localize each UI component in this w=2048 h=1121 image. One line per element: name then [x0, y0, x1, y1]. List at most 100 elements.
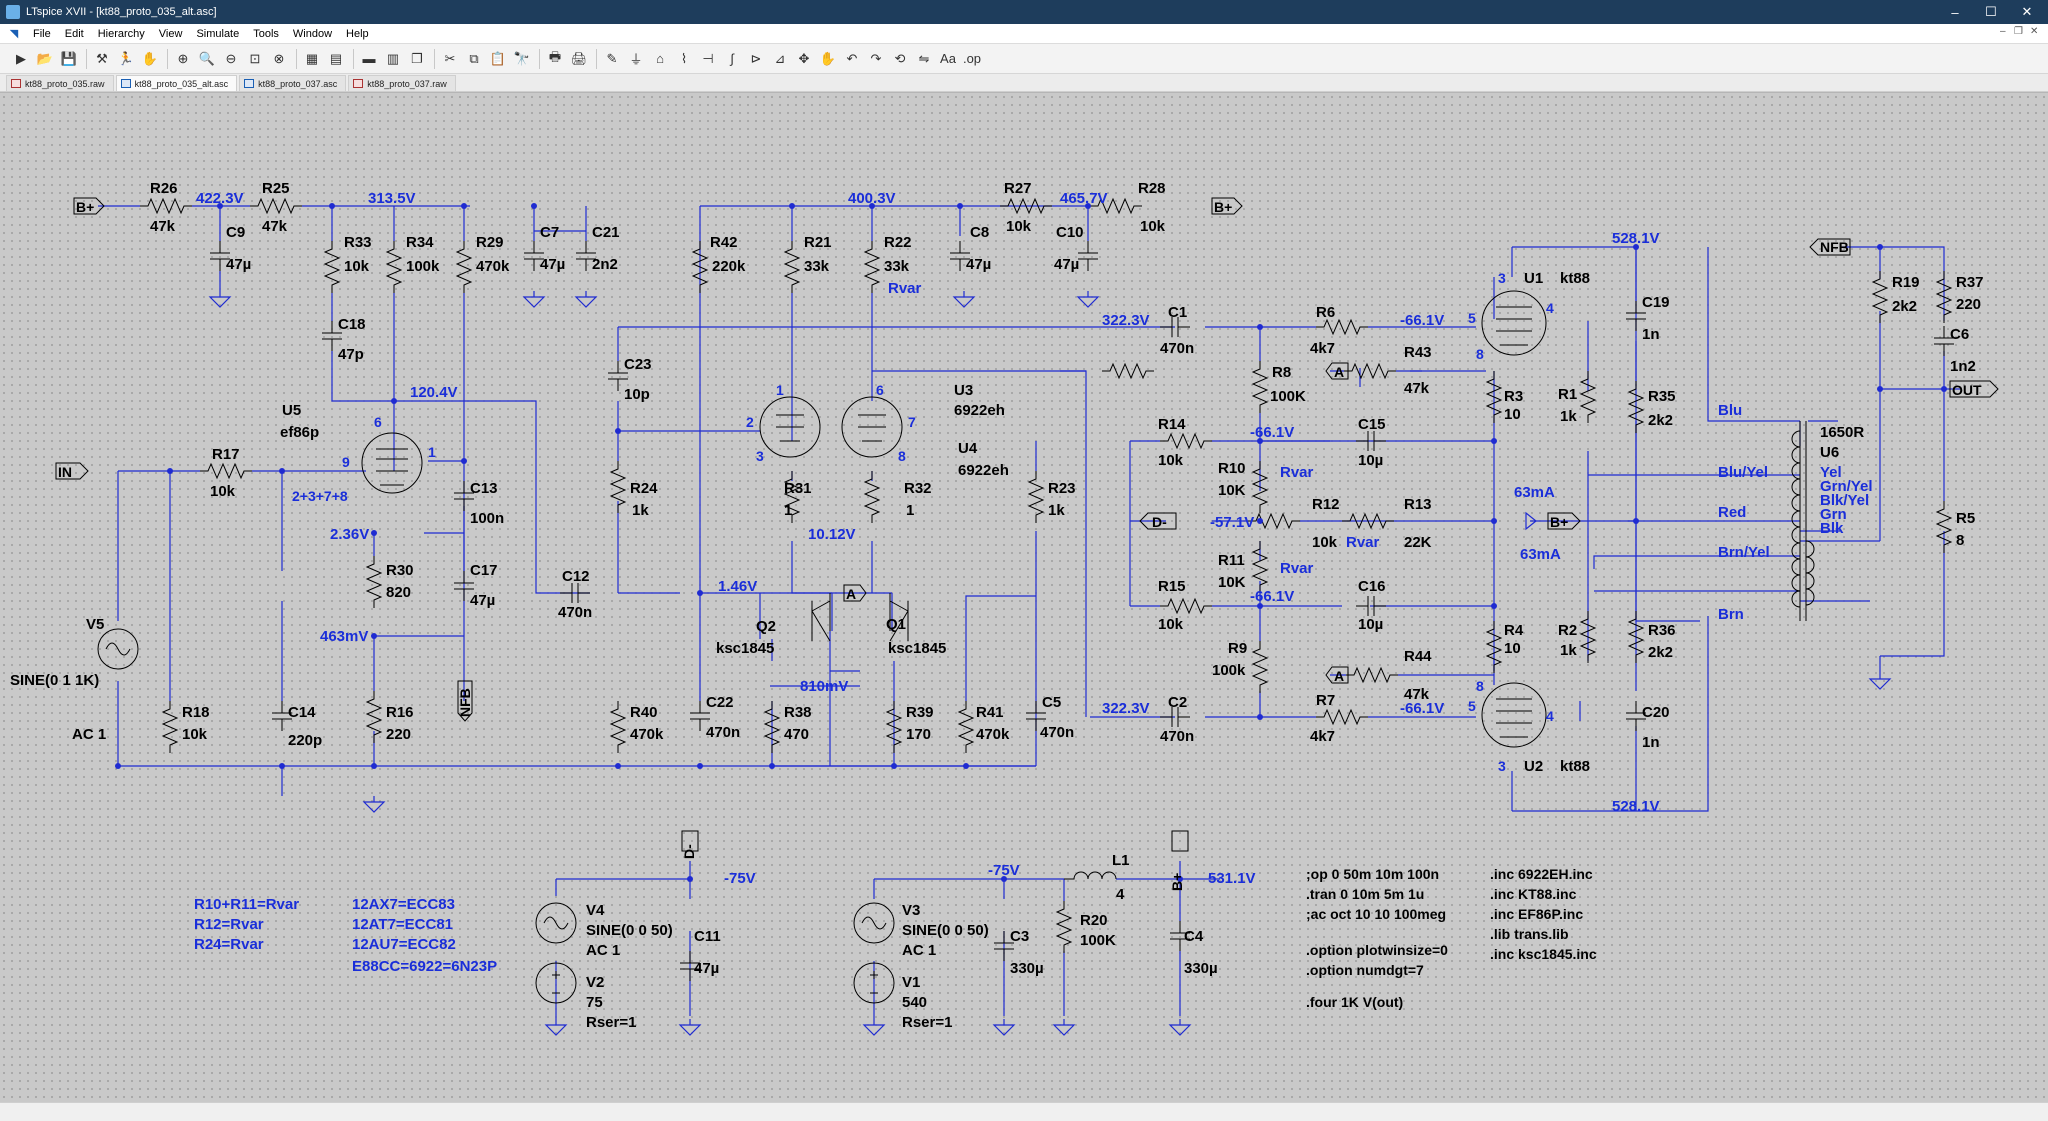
value-label: 10µ — [1358, 452, 1383, 469]
move-icon[interactable]: ✥ — [798, 50, 810, 66]
undo-icon[interactable]: ↶ — [846, 50, 858, 66]
voltage-label: 10.12V — [808, 526, 856, 543]
cancel-zoom-icon[interactable]: ⊗ — [273, 50, 285, 66]
component-icon[interactable]: ⊿ — [774, 50, 786, 66]
mdi-restore-button[interactable]: ❐ — [2014, 26, 2023, 37]
value-label: 470 — [784, 726, 809, 743]
ground-icon[interactable]: ⏚ — [629, 52, 643, 67]
schematic-drawing[interactable]: R26 47k R25 47k C9 47µ R33 10k R34 100k … — [0, 93, 2048, 1103]
value-label: 10K — [1218, 574, 1246, 591]
menu-simulate[interactable]: Simulate — [196, 27, 240, 40]
value-label: 1k — [1560, 408, 1577, 425]
zoom-in-icon[interactable]: ⊕ — [177, 50, 189, 66]
rotate-icon[interactable]: ⟲ — [894, 50, 906, 66]
ref-label: U4 — [958, 440, 978, 457]
pan-icon[interactable]: 🔍 — [198, 50, 216, 66]
open-icon[interactable]: 📂 — [36, 50, 54, 66]
diode-icon[interactable]: ⊳ — [750, 50, 762, 66]
tile-vertical-icon[interactable]: ▥ — [386, 50, 400, 66]
label-net-icon[interactable]: ⌂ — [656, 51, 664, 66]
menu-tools[interactable]: Tools — [253, 27, 279, 40]
pin-label: 2+3+7+8 — [292, 488, 348, 504]
voltage-label: 322.3V — [1102, 700, 1150, 717]
mdi-close-button[interactable]: ✕ — [2030, 26, 2039, 37]
tab-raw-037[interactable]: kt88_proto_037.raw — [348, 75, 456, 91]
voltage-label: 313.5V — [368, 190, 416, 207]
mirror-icon[interactable]: ⇋ — [918, 50, 930, 66]
component-symbols — [55, 197, 1999, 1036]
ref-label: C13 — [470, 480, 498, 497]
value-label: ksc1845 — [716, 640, 774, 657]
spice-directive-icon[interactable]: .op — [962, 51, 982, 66]
new-schematic-icon[interactable]: ▶ — [16, 50, 26, 66]
tab-asc-037[interactable]: kt88_proto_037.asc — [239, 75, 347, 91]
flag-b-plus: B+ — [1550, 514, 1568, 530]
inductor-icon[interactable]: ∫ — [730, 51, 734, 66]
view-netlist-icon[interactable]: ▤ — [329, 50, 343, 66]
cascade-icon[interactable]: ❐ — [411, 50, 423, 66]
ref-label: C23 — [624, 356, 652, 373]
close-button[interactable]: ✕ — [2021, 4, 2033, 19]
menu-window[interactable]: Window — [292, 27, 333, 40]
maximize-button[interactable]: ☐ — [1985, 4, 1997, 19]
current-label: 63mA — [1520, 546, 1561, 563]
redo-icon[interactable]: ↷ — [870, 50, 882, 66]
ref-label: V2 — [586, 974, 604, 991]
ref-label: Q1 — [886, 616, 906, 633]
pin-label: 4 — [1546, 708, 1554, 724]
capacitor-icon[interactable]: ⊣ — [702, 50, 714, 66]
copy-icon[interactable]: ⧉ — [469, 50, 479, 66]
run-icon[interactable]: 🏃 — [117, 50, 135, 66]
paste-icon[interactable]: 📋 — [489, 50, 507, 66]
wire-icon[interactable]: ✎ — [606, 50, 618, 66]
print-icon[interactable]: 🖶 — [548, 48, 562, 64]
menu-file[interactable]: File — [33, 27, 51, 40]
value-label: SINE(0 1 1K) — [10, 672, 99, 689]
autorange-icon[interactable]: ▦ — [305, 50, 319, 66]
value-label: 10K — [1218, 482, 1246, 499]
save-icon[interactable]: 💾 — [60, 50, 78, 66]
zoom-fit-icon[interactable]: ⊡ — [249, 50, 261, 66]
ref-label: C8 — [970, 224, 989, 241]
tab-raw-035[interactable]: kt88_proto_035.raw — [6, 75, 114, 91]
flag-d-minus: D- — [681, 844, 697, 859]
zoom-out-icon[interactable]: ⊖ — [225, 50, 237, 66]
voltage-label: 1.46V — [718, 578, 757, 595]
ref-label: R5 — [1956, 510, 1975, 527]
value-label: 10p — [624, 386, 650, 403]
mdi-minimize-button[interactable]: – — [2000, 26, 2006, 37]
ref-label: U2 — [1524, 758, 1543, 775]
tab-asc-035-alt[interactable]: kt88_proto_035_alt.asc — [115, 75, 238, 91]
ref-label: C17 — [470, 562, 498, 579]
halt-icon[interactable]: ✋ — [141, 50, 159, 66]
value-label: 170 — [906, 726, 931, 743]
text-icon[interactable]: Aa — [940, 51, 956, 66]
toolbar: ▶ 📂 💾 ⚒ 🏃 ✋ ⊕ 🔍 ⊖ ⊡ ⊗ ▦ ▤ ▬ ▥ ❐ ✂ ⧉ 📋 🔭 … — [0, 44, 2048, 74]
value-label: 470n — [1040, 724, 1074, 741]
find-icon[interactable]: 🔭 — [513, 50, 531, 66]
cut-icon[interactable]: ✂ — [444, 50, 456, 66]
menu-hierarchy[interactable]: Hierarchy — [97, 27, 145, 40]
ref-label: C5 — [1042, 694, 1061, 711]
value-label: 10k — [1006, 218, 1032, 235]
ref-label: R13 — [1404, 496, 1432, 513]
pin-label: 8 — [1476, 678, 1484, 694]
pin-label: 6 — [374, 414, 382, 430]
print-preview-icon[interactable]: 🖨 — [570, 50, 588, 66]
schematic-canvas[interactable]: R26 47k R25 47k C9 47µ R33 10k R34 100k … — [0, 92, 2048, 1102]
drag-icon[interactable]: ✋ — [819, 50, 837, 66]
ref-label: R41 — [976, 704, 1004, 721]
minimize-button[interactable]: – — [1951, 4, 1959, 20]
control-panel-icon[interactable]: ⚒ — [96, 50, 108, 66]
value-label: 470n — [1160, 340, 1194, 357]
menu-help[interactable]: Help — [346, 27, 369, 40]
ref-label: V4 — [586, 902, 605, 919]
resistor-icon[interactable]: ⌇ — [680, 50, 688, 66]
ref-label: R39 — [906, 704, 934, 721]
menu-view[interactable]: View — [158, 27, 183, 40]
tile-horizontal-icon[interactable]: ▬ — [362, 51, 376, 66]
value-label: U6 — [1820, 444, 1839, 461]
mdi-child-icon[interactable]: ◥ — [9, 27, 19, 40]
pin-label: 5 — [1468, 310, 1476, 326]
menu-edit[interactable]: Edit — [64, 27, 84, 40]
